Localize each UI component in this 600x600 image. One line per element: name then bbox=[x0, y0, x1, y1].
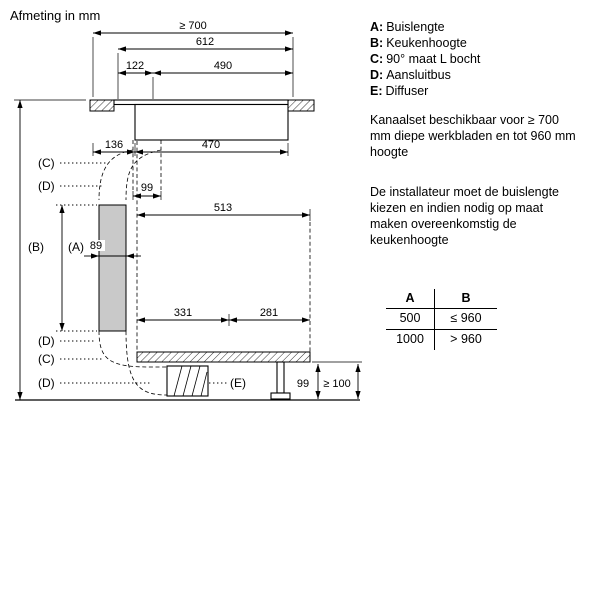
dim-label-122: 122 bbox=[126, 60, 144, 72]
legend-key-b: B: bbox=[370, 35, 384, 50]
label-B: (B) bbox=[28, 240, 44, 254]
legend-key-e: E: bbox=[370, 83, 383, 98]
dim-worktop-depth: ≥ 700 bbox=[92, 20, 294, 97]
cell-a-500: 500 bbox=[386, 308, 435, 331]
table-header-row: A B bbox=[386, 288, 497, 310]
legend-item-c: C:90° maat L bocht bbox=[370, 52, 576, 68]
cell-a-1000: 1000 bbox=[386, 329, 435, 351]
dim-label-612: 612 bbox=[196, 36, 214, 48]
table-header-b: B bbox=[434, 288, 497, 310]
legend-label-b: Keukenhoogte bbox=[386, 35, 467, 50]
legend-item-a: A:Buislengte bbox=[370, 20, 576, 36]
dim-136-470: 136 470 bbox=[92, 139, 289, 156]
legend-label-d: Aansluitbus bbox=[386, 67, 451, 82]
dim-label-700: ≥ 700 bbox=[179, 20, 206, 32]
hob-glass bbox=[113, 99, 289, 106]
callouts-left: (C) (D) (D) (C) (D) bbox=[38, 156, 150, 390]
diffuser-housing bbox=[166, 365, 209, 397]
legend-item-b: B:Keukenhoogte bbox=[370, 36, 576, 52]
dim-label-100-min: ≥ 100 bbox=[323, 378, 350, 390]
note-installer: De installateur moet de buislengte kieze… bbox=[370, 185, 560, 247]
worktop-right bbox=[287, 99, 315, 112]
label-A: (A) bbox=[68, 240, 84, 254]
label-D-bottom: (D) bbox=[38, 376, 55, 390]
length-height-table: A B 500 ≤ 960 1000 > 960 bbox=[386, 288, 497, 351]
dim-label-99-outlet: 99 bbox=[141, 182, 153, 194]
hob-body bbox=[134, 103, 289, 141]
legend-label-c: 90° maat L bocht bbox=[386, 51, 481, 66]
worktop-left bbox=[89, 99, 115, 112]
dim-513: 513 bbox=[137, 202, 311, 221]
dim-label-99-plinth: 99 bbox=[297, 378, 309, 390]
table-row-500: 500 ≤ 960 bbox=[386, 308, 497, 331]
info-panel: A:Buislengte B:Keukenhoogte C:90° maat L… bbox=[370, 20, 576, 351]
legend-key-d: D: bbox=[370, 67, 384, 82]
cabinet-foot bbox=[270, 361, 291, 400]
diffuser bbox=[166, 365, 209, 397]
table-row-1000: 1000 > 960 bbox=[386, 329, 497, 351]
legend-key-c: C: bbox=[370, 51, 384, 66]
cabinet-bottom-panel bbox=[136, 351, 311, 363]
legend-label-e: Diffuser bbox=[385, 83, 429, 98]
page-title: Afmeting in mm bbox=[10, 8, 101, 23]
cell-b-960-plus: > 960 bbox=[450, 332, 482, 347]
dim-A-duct-length: (A) bbox=[56, 204, 97, 332]
dim-label-470: 470 bbox=[202, 139, 220, 151]
dim-label-513: 513 bbox=[214, 202, 232, 214]
dim-label-89: 89 bbox=[90, 240, 102, 252]
dim-89: 89 bbox=[84, 240, 141, 259]
cabinet-outline bbox=[136, 141, 311, 352]
venting-hob bbox=[113, 99, 289, 190]
dim-122-490: 122 490 bbox=[118, 60, 293, 99]
legend-key-a: A: bbox=[370, 20, 384, 34]
legend-label-a: Buislengte bbox=[386, 20, 445, 34]
dim-99-outlet: 99 bbox=[132, 182, 162, 200]
dim-label-136: 136 bbox=[105, 139, 123, 151]
dim-plinth: 99 ≥ 100 bbox=[297, 361, 362, 399]
flat-duct bbox=[98, 204, 127, 332]
dim-331-281: 331 281 bbox=[137, 307, 310, 326]
callout-diffuser: (E) bbox=[209, 376, 246, 390]
table-header-a: A bbox=[386, 288, 435, 310]
dim-label-490: 490 bbox=[214, 60, 232, 72]
dim-B-height: (B) bbox=[14, 99, 86, 400]
lower-bend-outer bbox=[98, 330, 167, 368]
lower-bend-inner bbox=[125, 330, 168, 396]
note-availability: Kanaalset beschikbaar voor ≥ 700 mm diep… bbox=[370, 113, 576, 160]
dim-612: 612 bbox=[117, 36, 293, 99]
label-E: (E) bbox=[230, 376, 246, 390]
upper-bend-outer bbox=[98, 149, 134, 201]
label-C-bottom: (C) bbox=[38, 352, 55, 366]
cell-b-960-max: ≤ 960 bbox=[434, 308, 497, 331]
legend: A:Buislengte B:Keukenhoogte C:90° maat L… bbox=[370, 20, 576, 99]
legend-item-e: E:Diffuser bbox=[370, 84, 576, 100]
dim-label-281: 281 bbox=[260, 307, 278, 319]
dim-label-331: 331 bbox=[174, 307, 192, 319]
label-C-top: (C) bbox=[38, 156, 55, 170]
label-D-top: (D) bbox=[38, 179, 55, 193]
label-D-middle: (D) bbox=[38, 334, 55, 348]
legend-item-d: D:Aansluitbus bbox=[370, 68, 576, 84]
